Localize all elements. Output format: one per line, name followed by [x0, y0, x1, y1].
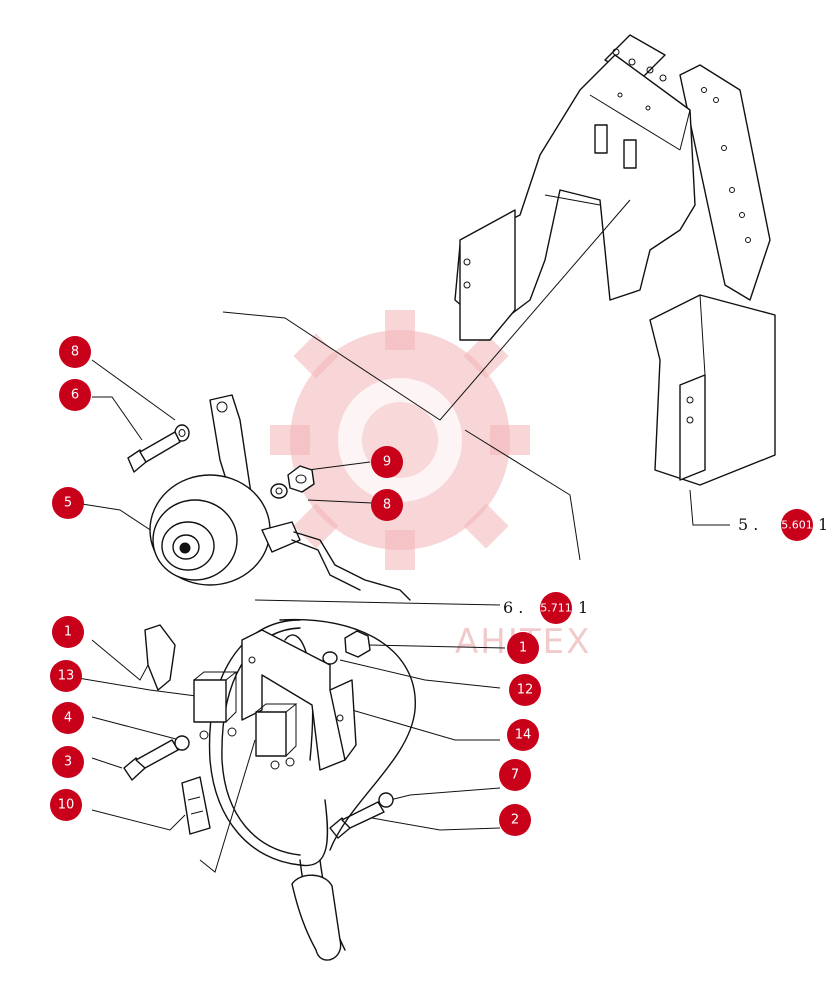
callout-8-top: 8: [59, 336, 91, 368]
callout-1-right: 1: [507, 632, 539, 664]
callout-3: 3: [52, 746, 84, 778]
svg-text:1: 1: [818, 515, 828, 534]
svg-text:5 .: 5 .: [738, 515, 758, 534]
callout-12: 12: [509, 674, 541, 706]
svg-text:1: 1: [519, 641, 527, 656]
relay-bracket-assembly: [144, 624, 357, 835]
harness-cross-reference: 6 . 5.711 1: [503, 592, 588, 624]
svg-text:1: 1: [578, 598, 588, 617]
svg-text:5: 5: [64, 496, 72, 511]
svg-text:13: 13: [58, 669, 75, 684]
callout-4: 4: [52, 702, 84, 734]
callout-9: 9: [371, 446, 403, 478]
frame-cross-reference: 5 . 5.601 1: [738, 509, 828, 541]
svg-text:3: 3: [64, 755, 72, 770]
callout-13: 13: [50, 660, 82, 692]
svg-text:8: 8: [71, 345, 79, 360]
callout-2: 2: [499, 804, 531, 836]
svg-text:4: 4: [64, 711, 72, 726]
svg-text:12: 12: [517, 683, 534, 698]
callout-10: 10: [50, 789, 82, 821]
svg-text:9: 9: [383, 455, 391, 470]
callout-1-left: 1: [52, 616, 84, 648]
svg-text:5.711: 5.711: [540, 602, 572, 615]
svg-text:1: 1: [64, 625, 72, 640]
svg-text:2: 2: [511, 813, 519, 828]
svg-text:6 .: 6 .: [503, 598, 523, 617]
callout-7: 7: [499, 759, 531, 791]
callout-8-right: 8: [371, 489, 403, 521]
callout-6: 6: [59, 379, 91, 411]
svg-text:10: 10: [58, 798, 75, 813]
frame-bracket: [454, 34, 776, 486]
svg-text:14: 14: [515, 728, 532, 743]
svg-text:6: 6: [71, 388, 79, 403]
svg-text:5.601: 5.601: [781, 519, 813, 532]
callout-14: 14: [507, 719, 539, 751]
leader-lines: [77, 199, 730, 873]
callout-5: 5: [52, 487, 84, 519]
watermark-gear-logo: AHITEX: [270, 310, 589, 662]
fasteners: [123, 424, 394, 839]
horn-assembly: [149, 394, 411, 601]
svg-text:8: 8: [383, 498, 391, 513]
svg-text:7: 7: [511, 768, 519, 783]
